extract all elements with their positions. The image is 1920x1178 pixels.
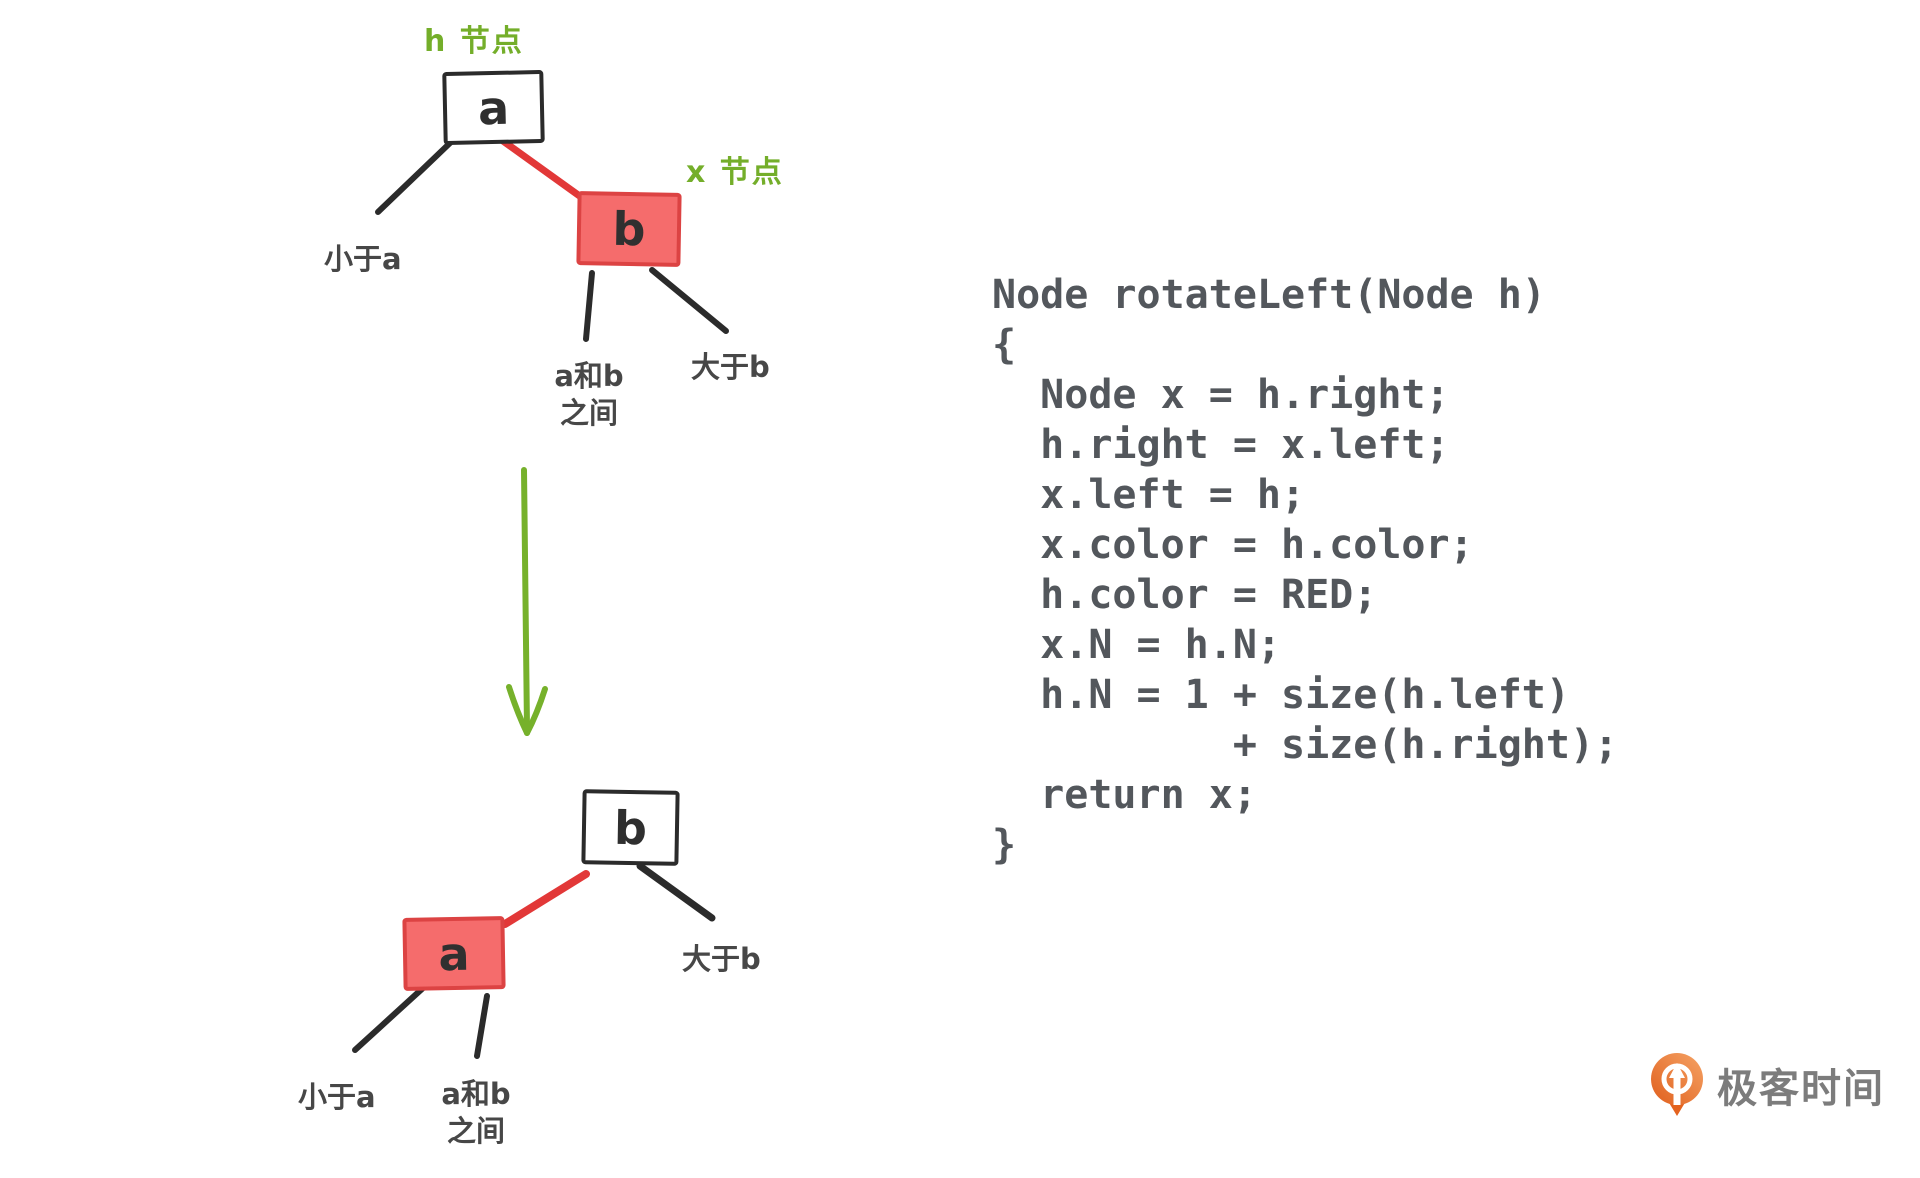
rotate-left-code-block: Node rotateLeft(Node h) { Node x = h.rig… (992, 272, 1619, 868)
bottom-node-b: b (581, 789, 680, 866)
top-x-node-label: x 节点 (686, 155, 784, 190)
top-node-a: a (442, 69, 545, 146)
edge-bottom-b-right-child (636, 862, 716, 922)
edge-top-b-right-child (649, 267, 729, 334)
top-node-b-letter: b (612, 201, 646, 257)
bottom-leaf-between-line2: 之间 (446, 1114, 505, 1148)
bottom-leaf-less-than-a: 小于a (298, 1080, 376, 1114)
edge-bottom-a-middle-child (474, 993, 490, 1059)
top-leaf-between-line1: a和b (554, 359, 624, 393)
top-leaf-between-line2: 之间 (559, 396, 618, 430)
edge-bottom-b-to-a-red (501, 870, 590, 928)
top-leaf-between-a-b: a和b 之间 (546, 358, 632, 432)
top-leaf-less-than-a: 小于a (324, 242, 402, 276)
top-node-a-letter: a (477, 80, 510, 135)
geektime-logo-text: 极客时间 (1717, 1066, 1885, 1112)
transform-arrow-shaft (521, 467, 530, 732)
top-leaf-greater-than-b: 大于b (691, 350, 770, 384)
transform-arrow-head-right (524, 686, 548, 736)
top-h-node-label: h 节点 (424, 24, 524, 59)
edge-top-a-left-child (375, 140, 453, 215)
transform-arrow-head-left (506, 684, 530, 736)
bottom-leaf-between-a-b: a和b 之间 (433, 1076, 519, 1150)
bottom-leaf-between-line1: a和b (441, 1077, 511, 1111)
edge-bottom-a-left-child (352, 985, 426, 1053)
bottom-leaf-greater-than-b: 大于b (682, 942, 761, 976)
bottom-node-a: a (402, 916, 506, 991)
geektime-logo-icon (1651, 1053, 1703, 1116)
top-node-b: b (576, 191, 682, 267)
edge-top-b-middle-child (583, 270, 595, 342)
bottom-node-a-letter: a (437, 926, 470, 981)
bottom-node-b-letter: b (613, 800, 648, 855)
geektime-logo: 极客时间 (1650, 1052, 1885, 1118)
edge-top-a-to-b-red (499, 137, 585, 201)
